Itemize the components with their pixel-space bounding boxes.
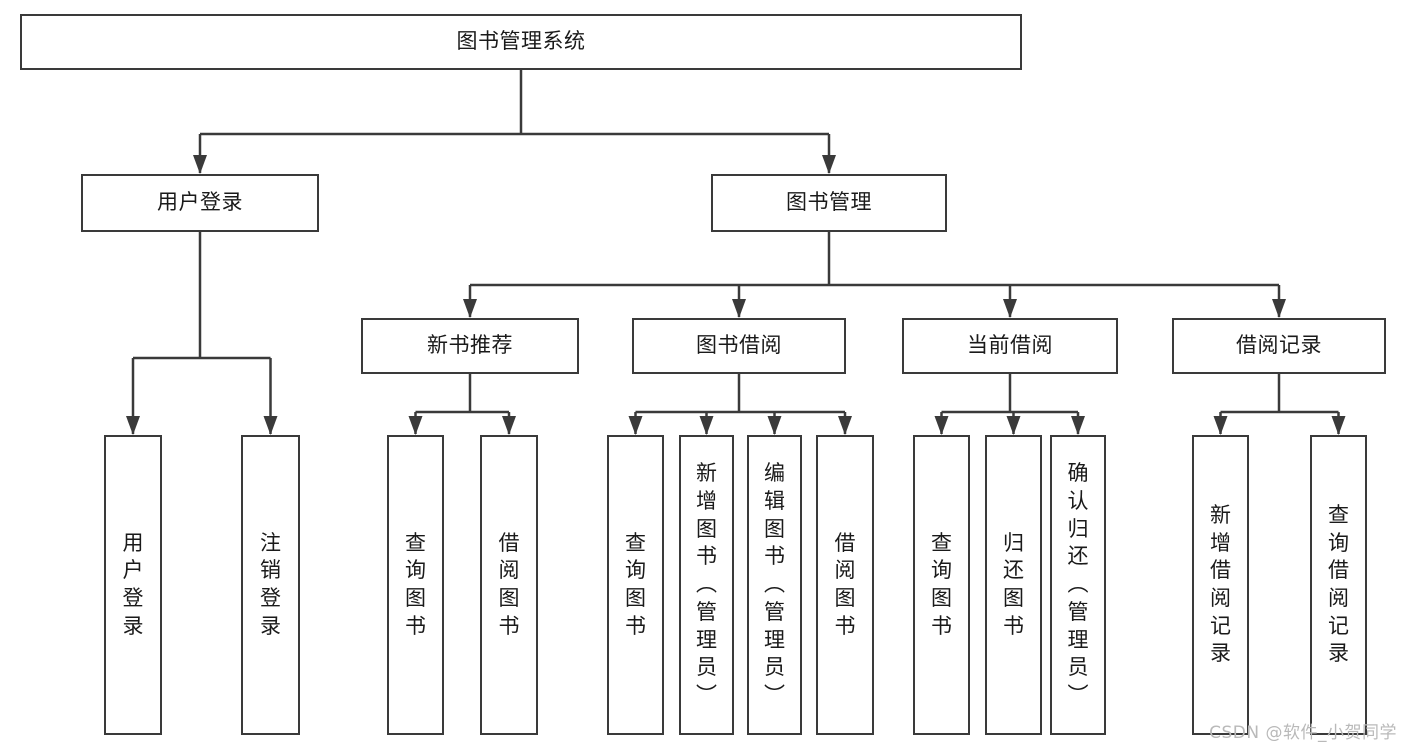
node-l1[interactable]: 用 户 登 录: [104, 435, 162, 735]
node-l3[interactable]: 查 询 图 书: [387, 435, 444, 735]
edge-arrowhead: [628, 416, 643, 435]
node-l5[interactable]: 查 询 图 书: [607, 435, 664, 735]
edge-arrowhead: [1071, 416, 1085, 435]
node-label: 用 户 登 录: [122, 530, 144, 638]
edge-arrowhead: [463, 299, 477, 318]
node-l11[interactable]: 确 认 归 还 ︵ 管 理 员 ︶: [1050, 435, 1106, 735]
edge-arrowhead: [934, 416, 949, 435]
node-bookmgmt[interactable]: 图书管理: [711, 174, 947, 232]
edge-arrowhead: [126, 416, 140, 435]
edge-arrowhead: [1213, 416, 1228, 435]
node-label: 图书管理: [786, 190, 872, 215]
node-l2[interactable]: 注 销 登 录: [241, 435, 300, 735]
node-l6[interactable]: 新 增 图 书 ︵ 管 理 员 ︶: [679, 435, 734, 735]
node-l13[interactable]: 查 询 借 阅 记 录: [1310, 435, 1367, 735]
node-l10[interactable]: 归 还 图 书: [985, 435, 1042, 735]
edge-arrowhead: [1272, 299, 1286, 318]
edge-arrowhead: [408, 416, 423, 435]
node-label: 查 询 图 书: [405, 530, 426, 638]
node-current[interactable]: 当前借阅: [902, 318, 1118, 374]
node-label: 借 阅 图 书: [498, 530, 520, 638]
node-l12[interactable]: 新 增 借 阅 记 录: [1192, 435, 1249, 735]
node-label: 编 辑 图 书 ︵ 管 理 员 ︶: [764, 461, 785, 708]
watermark-text: CSDN @软件_小贺同学: [1209, 723, 1397, 743]
edge-arrowhead: [1006, 416, 1021, 435]
node-label: 用户登录: [157, 190, 243, 215]
edge-arrowhead: [767, 416, 782, 435]
node-l4[interactable]: 借 阅 图 书: [480, 435, 538, 735]
edge-arrowhead: [502, 416, 516, 435]
edge-arrowhead: [193, 155, 207, 174]
node-label: 注 销 登 录: [260, 530, 281, 638]
node-label: 新 增 借 阅 记 录: [1210, 502, 1231, 666]
node-borrow[interactable]: 图书借阅: [632, 318, 846, 374]
node-l9[interactable]: 查 询 图 书: [913, 435, 970, 735]
node-label: 借 阅 图 书: [834, 530, 856, 638]
edge-arrowhead: [699, 416, 714, 435]
node-label: 查 询 图 书: [625, 530, 646, 638]
node-label: 图书借阅: [696, 333, 782, 358]
node-l7[interactable]: 编 辑 图 书 ︵ 管 理 员 ︶: [747, 435, 802, 735]
edge-arrowhead: [1331, 416, 1346, 435]
node-label: 查 询 图 书: [931, 530, 952, 638]
node-records[interactable]: 借阅记录: [1172, 318, 1386, 374]
node-label: 归 还 图 书: [1003, 530, 1024, 638]
node-newbook[interactable]: 新书推荐: [361, 318, 579, 374]
node-label: 借阅记录: [1236, 333, 1322, 358]
edge-arrowhead: [732, 299, 746, 318]
node-label: 图书管理系统: [456, 29, 586, 54]
node-root[interactable]: 图书管理系统: [20, 14, 1022, 70]
edge-arrowhead: [822, 155, 836, 174]
node-label: 新书推荐: [427, 333, 513, 358]
node-label: 查 询 借 阅 记 录: [1328, 502, 1349, 666]
edge-arrowhead: [1003, 299, 1017, 318]
node-label: 新 增 图 书 ︵ 管 理 员 ︶: [696, 461, 717, 708]
node-l8[interactable]: 借 阅 图 书: [816, 435, 874, 735]
node-login[interactable]: 用户登录: [81, 174, 319, 232]
edge-arrowhead: [838, 416, 852, 435]
node-label: 确 认 归 还 ︵ 管 理 员 ︶: [1067, 461, 1089, 708]
edge-arrowhead: [263, 416, 278, 435]
node-label: 当前借阅: [967, 333, 1053, 358]
